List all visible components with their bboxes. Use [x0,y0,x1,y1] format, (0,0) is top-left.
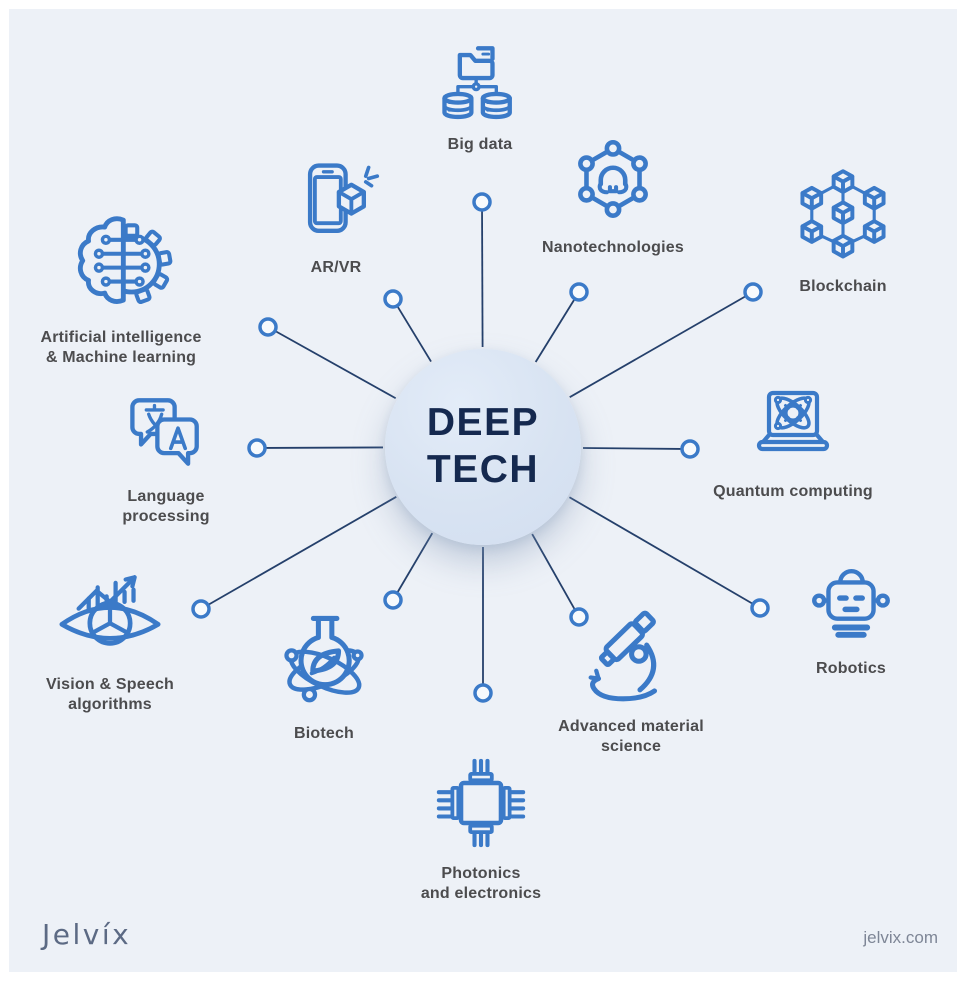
microscope-icon [575,598,687,710]
website-url[interactable]: jelvix.com [863,928,938,947]
cube-network-icon [791,166,895,270]
big-data-label: Big data [447,136,513,153]
ai-ml-label: Artificial intelligence & Machine learni… [40,329,202,367]
advanced-material-label: Advanced material science [558,718,704,756]
ar-vr-icon [288,155,384,251]
eye-analytics-icon [54,556,166,668]
nanobot-hexagon-icon [562,129,664,231]
node-photonics: Photonics and electronics [366,749,596,905]
vision-speech-label: Vision & Speech algorithms [45,676,175,714]
quantum-computing-label: Quantum computing [713,483,873,500]
node-ar-vr: AR/VR [221,155,451,278]
hub-title-line2: TECH [426,448,540,491]
node-advanced-material: Advanced material science [516,598,746,758]
blockchain-label: Blockchain [799,278,887,295]
big-data-icon [432,32,528,128]
translate-bubbles-icon [118,384,214,480]
chip-icon [427,749,535,857]
center-hub: DEEP TECH [385,349,581,545]
node-blockchain: Blockchain [728,166,958,297]
ar-vr-label: AR/VR [310,259,362,276]
laptop-atom-icon [743,375,843,475]
node-quantum-computing: Quantum computing [678,375,908,502]
photonics-label: Photonics and electronics [420,865,542,903]
hub-title-line1: DEEP [426,401,540,445]
node-vision-speech: Vision & Speech algorithms [0,556,225,716]
node-language-processing: Language processing [51,384,281,528]
flask-leaf-icon [268,605,380,717]
robot-head-icon [802,554,900,652]
node-biotech: Biotech [209,605,439,744]
brain-gear-icon [63,205,179,321]
nanotechnologies-label: Nanotechnologies [542,239,684,256]
jelvix-logo: Jelvíx [42,918,132,951]
node-ai-ml: Artificial intelligence & Machine learni… [6,205,236,369]
node-robotics: Robotics [736,554,966,679]
biotech-label: Biotech [293,725,355,742]
node-nanotechnologies: Nanotechnologies [498,129,728,258]
node-big-data: Big data [365,32,595,155]
language-processing-label: Language processing [122,488,210,526]
robotics-label: Robotics [815,660,887,677]
